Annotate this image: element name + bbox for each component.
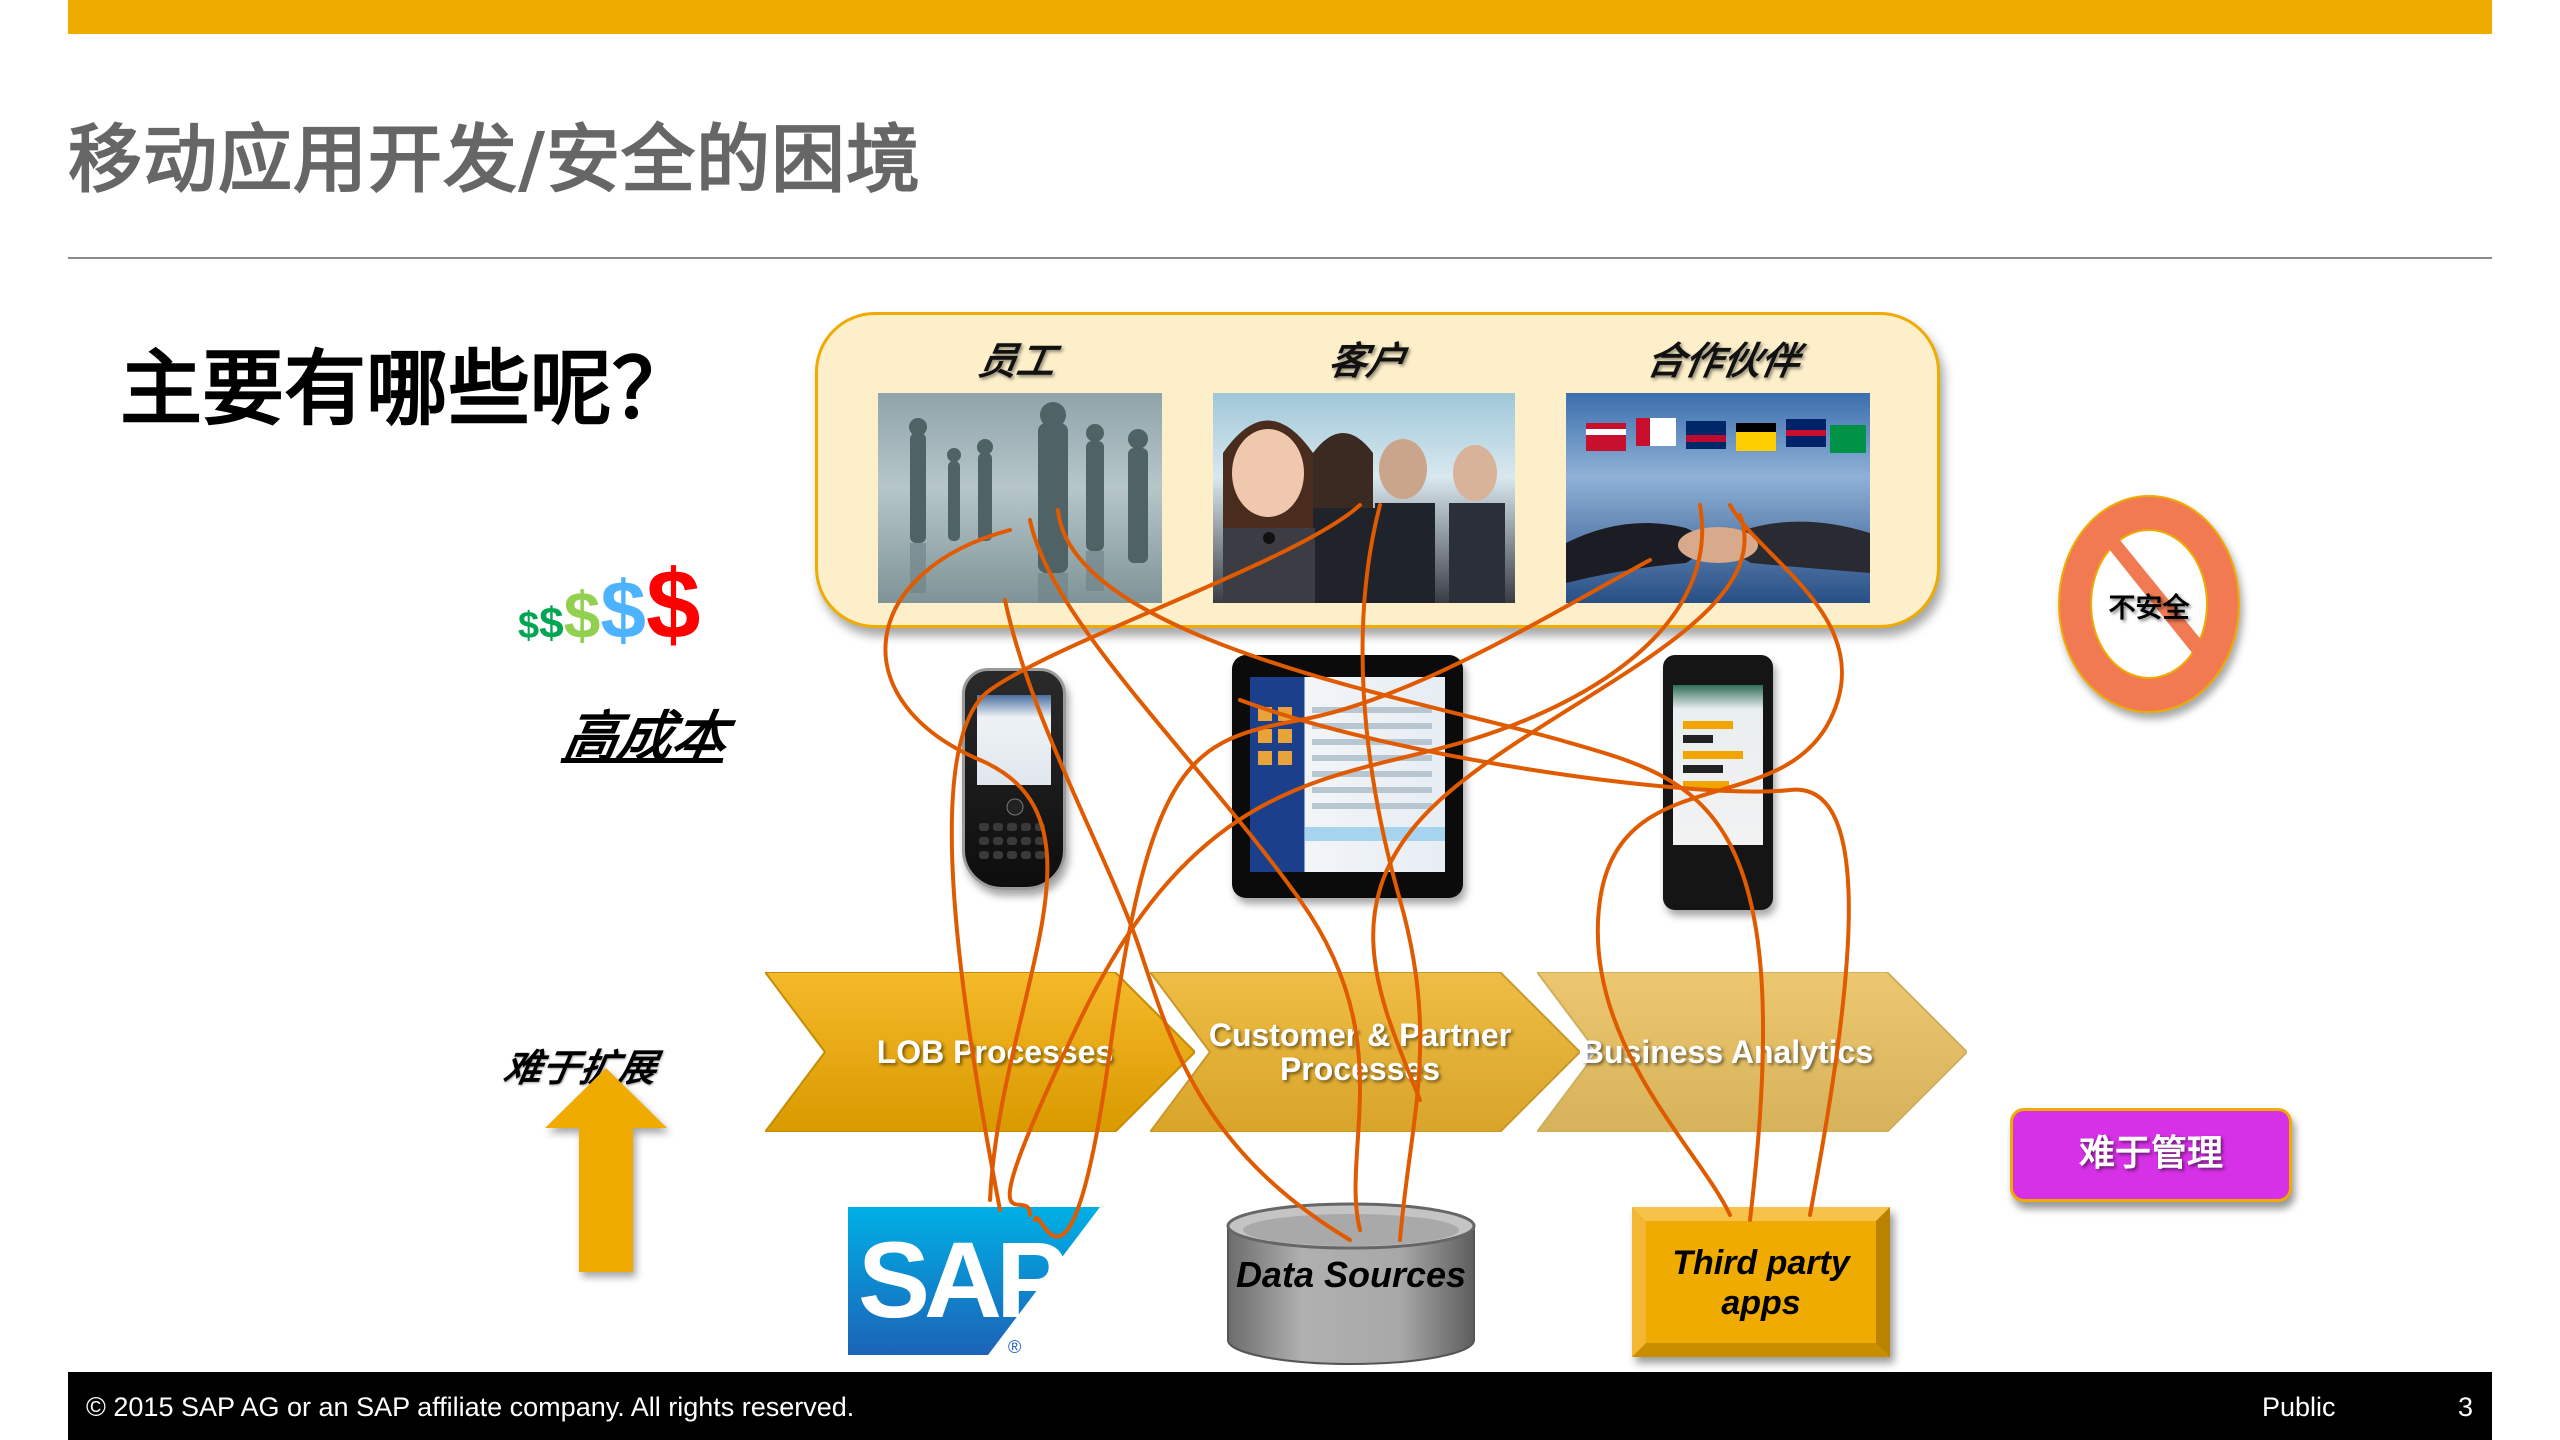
bar-chart-icon [1683,721,1743,789]
dollar-icon: $ [539,599,564,648]
group-label-partners: 合作伙伴 [1643,339,1804,383]
tablet-screen [1250,677,1445,872]
page-number: 3 [2458,1392,2474,1422]
svg-text:®: ® [1008,1337,1021,1355]
android-phone-icon [1663,655,1773,910]
ipad-tablet-icon [1232,655,1463,898]
employees-photo [878,393,1162,603]
classification-label: Public [2262,1392,2336,1422]
prohibited-icon [2058,495,2240,713]
hard-to-manage-button[interactable]: 难于管理 [2010,1108,2292,1202]
top-accent-bar [68,0,2492,34]
title-divider [68,257,2492,259]
app-list-icon [1258,707,1445,841]
people-silhouette-icon [909,402,1148,603]
cost-dollar-signs: $$$$$ [518,548,700,661]
sap-logo-icon: SAP ® [848,1207,1100,1357]
keyboard-icon [979,798,1045,859]
handshake-flags-icon [1566,418,1870,583]
process-chevron-business-analytics: Business Analytics [1535,971,1969,1133]
process-label: Customer & Partner Processes [1208,1017,1512,1087]
process-chevron-customer-partner: Customer & Partner Processes [1148,971,1582,1133]
high-cost-label: 高成本 [559,705,733,768]
process-chevron-lob: LOB Processes [763,971,1197,1133]
up-arrow-icon [545,1068,667,1272]
group-label-customers: 客户 [1325,339,1410,383]
group-label-employees: 员工 [975,339,1060,383]
slide-subtitle: 主要有哪些呢？ [120,342,695,437]
slide-title: 移动应用开发/安全的困境 [68,117,922,203]
copyright-text: © 2015 SAP AG or an SAP affiliate compan… [86,1392,855,1422]
insecure-label: 不安全 [2108,593,2190,624]
footer-bar [68,1372,2492,1440]
partners-photo [1566,393,1870,603]
dollar-icon: $ [600,565,646,656]
process-label: LOB Processes [876,1034,1114,1070]
database-label: Data Sources [1235,1254,1467,1295]
third-party-apps-box: Third party apps [1632,1207,1890,1357]
svg-text:SAP: SAP [858,1219,1065,1340]
dollar-icon: $ [645,549,701,659]
dollar-icon: $ [563,578,601,652]
dollar-icon: $ [518,605,540,647]
third-party-label: Third party apps [1672,1244,1850,1322]
sap-logo: SAP ® [848,1207,1100,1357]
phone-screen [977,695,1051,785]
blackberry-phone-icon [962,668,1066,890]
process-label: Business Analytics [1580,1034,1874,1070]
call-center-agents-icon [1223,420,1505,603]
phone-screen [1673,685,1763,845]
insecure-no-sign: 不安全 [2053,492,2245,722]
customers-photo [1213,393,1515,603]
data-sources-database: Data Sources [1222,1200,1480,1368]
